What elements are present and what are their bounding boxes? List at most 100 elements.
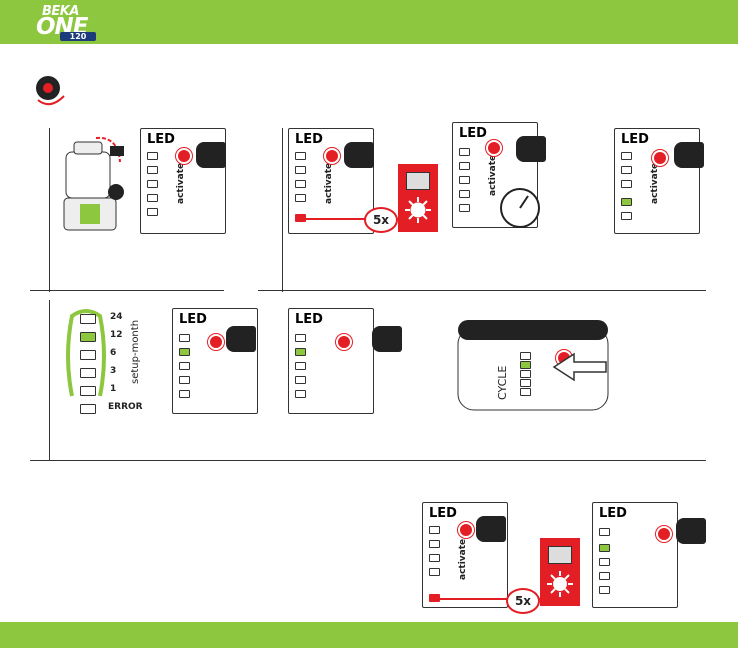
led-indicator-green <box>295 348 306 356</box>
interval-label-1: 1 <box>110 384 116 394</box>
interval-label-3: 3 <box>110 366 116 376</box>
led-indicator <box>80 368 96 378</box>
header-bar <box>0 0 738 44</box>
led-indicator <box>520 370 531 378</box>
error-label: ERROR <box>108 402 143 412</box>
divider <box>30 460 706 461</box>
led-indicator <box>599 586 610 594</box>
activate-button[interactable] <box>208 334 224 350</box>
activate-button[interactable] <box>336 334 352 350</box>
led-indicator <box>147 180 158 188</box>
footer-strip <box>0 648 738 653</box>
led-indicator <box>520 388 531 396</box>
led-indicator <box>429 540 440 548</box>
display-icon <box>548 546 572 564</box>
led-indicator-red <box>295 214 306 222</box>
led-indicator <box>147 166 158 174</box>
led-indicator <box>295 152 306 160</box>
hand-icon <box>674 142 704 168</box>
led-indicator <box>520 379 531 387</box>
hand-icon <box>372 326 402 352</box>
press-count-badge: 5x <box>364 207 398 233</box>
led-indicator <box>295 334 306 342</box>
led-indicator <box>147 152 158 160</box>
led-indicator <box>429 554 440 562</box>
led-label: LED <box>429 506 457 521</box>
led-indicator <box>179 362 190 370</box>
hand-icon <box>226 326 256 352</box>
divider <box>49 128 50 292</box>
led-indicator-green <box>599 544 610 552</box>
jar-illustration <box>56 132 132 236</box>
led-indicator-green <box>179 348 190 356</box>
press-count-badge: 5x <box>506 588 540 614</box>
activate-button[interactable] <box>652 150 668 166</box>
hand-icon <box>344 142 374 168</box>
setup-month-label: setup-month <box>130 320 141 384</box>
pointer-arrow <box>552 352 608 382</box>
led-label: LED <box>621 132 649 147</box>
led-label: LED <box>459 126 487 141</box>
led-indicator <box>80 404 96 414</box>
led-indicator-green <box>80 332 96 342</box>
knob-icon <box>32 72 68 108</box>
led-indicator <box>459 190 470 198</box>
activate-label: activate <box>176 163 186 204</box>
led-indicator-green <box>621 198 632 206</box>
activate-button[interactable] <box>486 140 502 156</box>
led-indicator <box>459 176 470 184</box>
led-indicator <box>295 194 306 202</box>
led-indicator <box>599 528 610 536</box>
led-indicator <box>621 166 632 174</box>
hand-icon <box>476 516 506 542</box>
divider <box>49 300 50 460</box>
divider <box>30 290 224 291</box>
led-indicator <box>295 166 306 174</box>
interval-label-12: 12 <box>110 330 123 340</box>
hand-icon <box>676 518 706 544</box>
stopwatch-icon <box>498 186 542 230</box>
interval-label-6: 6 <box>110 348 116 358</box>
led-indicator <box>80 350 96 360</box>
led-indicator <box>459 162 470 170</box>
led-indicator <box>179 390 190 398</box>
interval-label-24: 24 <box>110 312 123 322</box>
display-icon <box>406 172 430 190</box>
led-label: LED <box>599 506 627 521</box>
hand-icon <box>516 136 546 162</box>
activate-button[interactable] <box>324 148 340 164</box>
led-indicator <box>621 152 632 160</box>
led-indicator <box>147 194 158 202</box>
activate-button[interactable] <box>656 526 672 542</box>
activate-label: activate <box>650 163 660 204</box>
led-indicator <box>295 390 306 398</box>
led-label: LED <box>295 132 323 147</box>
hand-icon <box>196 142 226 168</box>
led-indicator <box>621 212 632 220</box>
activate-label: activate <box>324 163 334 204</box>
device-cycle-label: CYCLE <box>496 366 509 400</box>
blink-icon <box>546 570 574 598</box>
led-indicator-green <box>520 361 531 369</box>
activate-label: activate <box>488 155 498 196</box>
led-indicator <box>179 334 190 342</box>
led-indicator <box>295 362 306 370</box>
led-label: LED <box>179 312 207 327</box>
led-indicator <box>429 568 440 576</box>
led-indicator <box>295 376 306 384</box>
activate-button[interactable] <box>176 148 192 164</box>
led-indicator <box>295 180 306 188</box>
activate-label: activate <box>458 539 468 580</box>
led-indicator <box>179 376 190 384</box>
led-label: LED <box>295 312 323 327</box>
led-indicator <box>147 208 158 216</box>
led-label: LED <box>147 132 175 147</box>
led-indicator <box>80 386 96 396</box>
brand-model-badge: 120 <box>60 32 96 41</box>
led-indicator <box>599 572 610 580</box>
led-indicator <box>599 558 610 566</box>
led-indicator <box>80 314 96 324</box>
footer-bar <box>0 622 738 648</box>
led-indicator <box>520 352 531 360</box>
activate-button[interactable] <box>458 522 474 538</box>
